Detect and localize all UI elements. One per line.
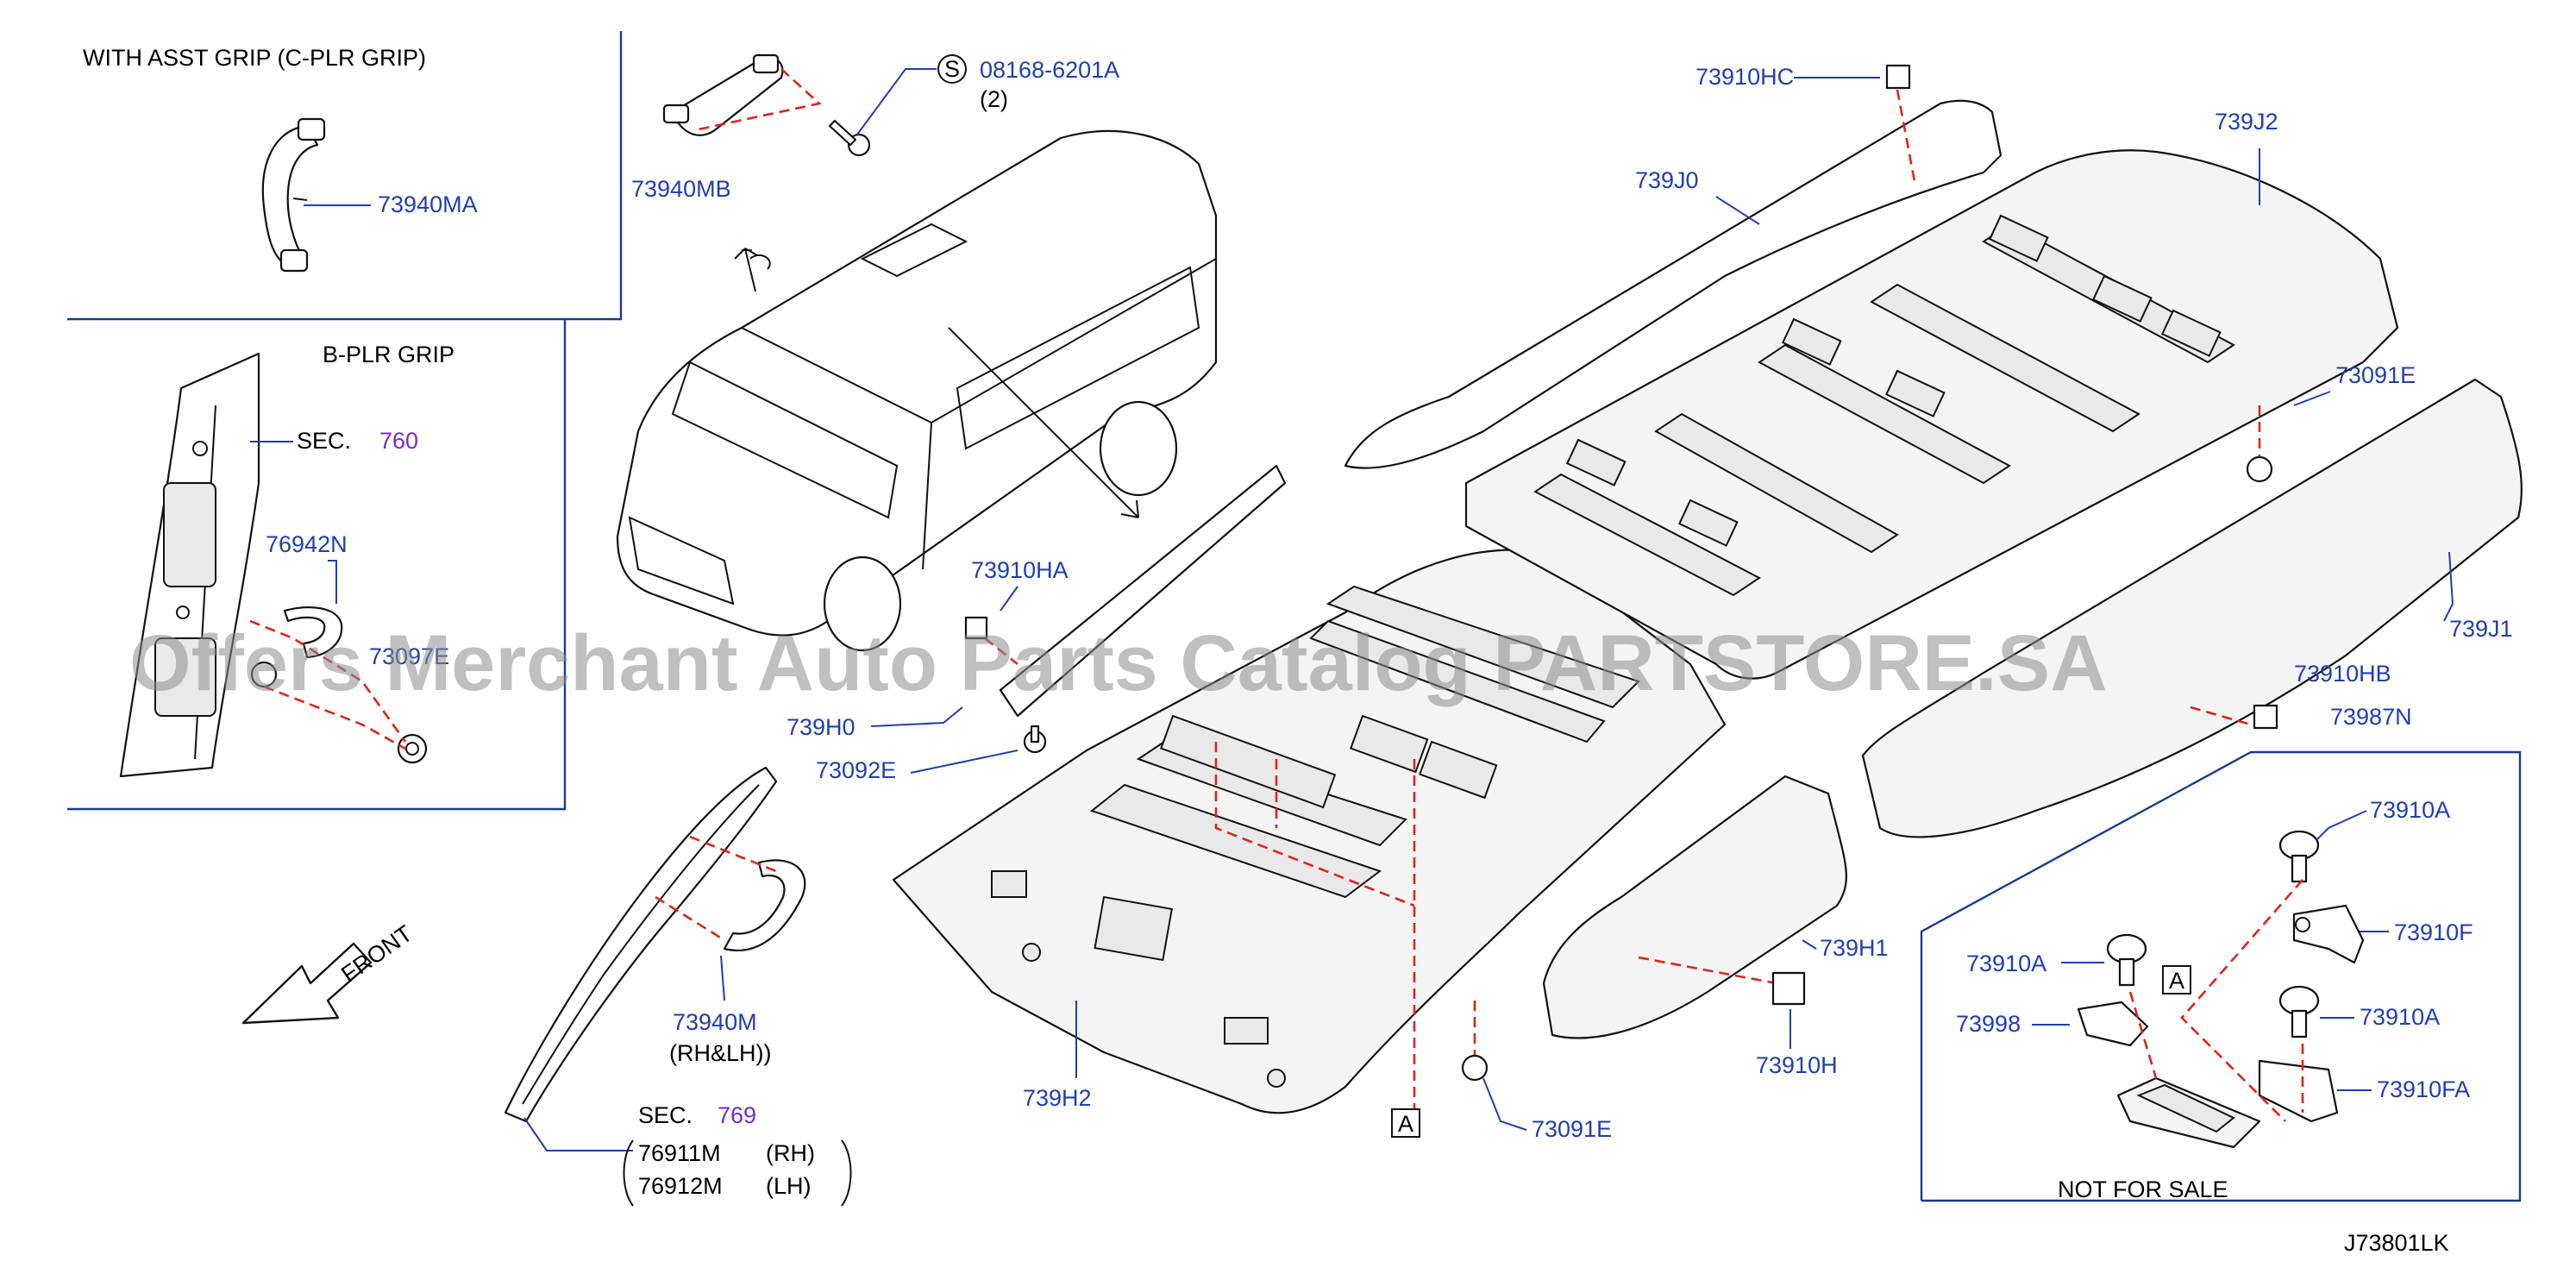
clip-73910A-1-drawing — [2278, 830, 2320, 883]
clip-73091E-upper-drawing — [2246, 455, 2273, 483]
part-side-76912M: (LH) — [766, 1173, 812, 1199]
clip-73910HB-drawing — [2253, 704, 2278, 730]
clip-73092E-drawing — [1023, 725, 1047, 754]
clip-73910F-drawing — [2292, 904, 2365, 964]
part-label-739J0: 739J0 — [1635, 167, 1699, 193]
part-side-76911M: (RH) — [766, 1140, 815, 1166]
not-for-sale-label: NOT FOR SALE — [2058, 1176, 2228, 1202]
part-label-76911M: 76911M — [638, 1140, 721, 1166]
part-label-73091E-upper: 73091E — [2335, 362, 2416, 388]
lamp-base-drawing — [2116, 1076, 2261, 1149]
part-label-73987N: 73987N — [2330, 704, 2412, 730]
clip-73097E-drawing — [250, 661, 428, 764]
clip-73910H-drawing — [1771, 971, 1806, 1006]
part-label-739H1: 739H1 — [1820, 935, 1889, 961]
part-label-73097E: 73097E — [369, 643, 449, 669]
part-label-73910HA: 73910HA — [971, 557, 1069, 583]
side-trim-739J1-drawing — [1861, 378, 2523, 838]
assist-grip-73940MA-drawing — [261, 117, 326, 273]
callout-A-inset: A — [2169, 968, 2184, 994]
side-trim-739H1-drawing — [1542, 775, 1847, 1039]
callout-A-lower: A — [1398, 1111, 1413, 1137]
part-label-739H0: 739H0 — [787, 714, 856, 740]
clip-73910HA-drawing — [964, 616, 988, 640]
van-illustration — [616, 129, 1218, 652]
c-pillar-trim-drawing — [504, 766, 778, 1123]
part-label-76942N: 76942N — [266, 531, 348, 557]
sec-769-number: 769 — [718, 1102, 756, 1128]
asst-grip-panel-title: WITH ASST GRIP (C-PLR GRIP) — [83, 45, 426, 71]
part-label-739J1: 739J1 — [2449, 616, 2513, 642]
part-label-739J2: 739J2 — [2215, 109, 2278, 135]
inset-asst-grip-panel — [67, 31, 623, 321]
part-note-73940M: (RH&LH)) — [669, 1040, 772, 1066]
clip-73910A-3-drawing — [2278, 985, 2320, 1038]
part-label-73998: 73998 — [1956, 1011, 2021, 1037]
inset-not-for-sale-panel — [1920, 750, 2522, 1202]
part-label-73910FA: 73910FA — [2377, 1076, 2470, 1102]
b-pillar-grip-76942N-drawing — [283, 606, 343, 659]
callout-A-box-lower — [1391, 1108, 1420, 1138]
assist-grip-73940M-drawing — [723, 859, 806, 951]
headlining-739J0-drawing — [1344, 99, 2003, 469]
front-arrow-icon — [241, 942, 373, 1025]
part-label-73092E: 73092E — [816, 757, 896, 783]
clip-73910A-2-drawing — [2106, 933, 2147, 987]
part-label-73091E-lower: 73091E — [1532, 1116, 1612, 1142]
sec-769-prefix: SEC. — [638, 1102, 693, 1128]
part-label-73910A-1: 73910A — [2370, 797, 2450, 823]
part-label-73940M: 73940M — [673, 1009, 757, 1035]
inset-bplr-grip-panel — [67, 319, 567, 811]
part-label-73940MB: 73940MB — [631, 176, 731, 202]
part-label-73940MA: 73940MA — [378, 191, 478, 217]
sec-760-number: 760 — [379, 428, 418, 454]
part-label-739H2: 739H2 — [1023, 1085, 1092, 1111]
part-label-73910F: 73910F — [2394, 919, 2473, 945]
part-label-73910A-3: 73910A — [2360, 1004, 2440, 1030]
clip-73091E-lower-drawing — [1461, 1054, 1489, 1082]
watermark-text: Offers Merchant Auto Parts Catalog PARTS… — [129, 619, 2108, 707]
diagram-code: J73801LK — [2344, 1230, 2449, 1256]
part-label-73910H: 73910H — [1756, 1052, 1838, 1078]
part-label-76912M: 76912M — [638, 1173, 723, 1199]
headlining-739H2-drawing — [892, 549, 1727, 1114]
trim-strip-739H0-drawing — [999, 464, 1287, 718]
headlining-739J2-drawing — [1464, 149, 2399, 680]
part-qty-08168-6201A: (2) — [980, 86, 1008, 112]
part-label-73910HC: 73910HC — [1695, 64, 1794, 90]
screw-symbol-circle — [937, 54, 967, 84]
bplr-grip-panel-title: B-PLR GRIP — [323, 342, 454, 367]
clip-73910FA-drawing — [2258, 1059, 2339, 1123]
part-label-73910A-2: 73910A — [1966, 951, 2046, 976]
screw-symbol: S — [944, 56, 960, 82]
clip-73910HC-drawing — [1885, 64, 1911, 90]
callout-A-box-inset — [2162, 965, 2191, 995]
assist-grip-73940MB-drawing — [662, 53, 784, 136]
part-label-73910HB: 73910HB — [2294, 661, 2391, 687]
screw-08168-6201A-drawing — [828, 119, 871, 157]
part-label-08168-6201A: 08168-6201A — [980, 57, 1119, 83]
b-pillar-trim-drawing — [119, 352, 260, 778]
bracket-73998-drawing — [2077, 1001, 2149, 1047]
sec-760-prefix: SEC. — [297, 428, 351, 454]
